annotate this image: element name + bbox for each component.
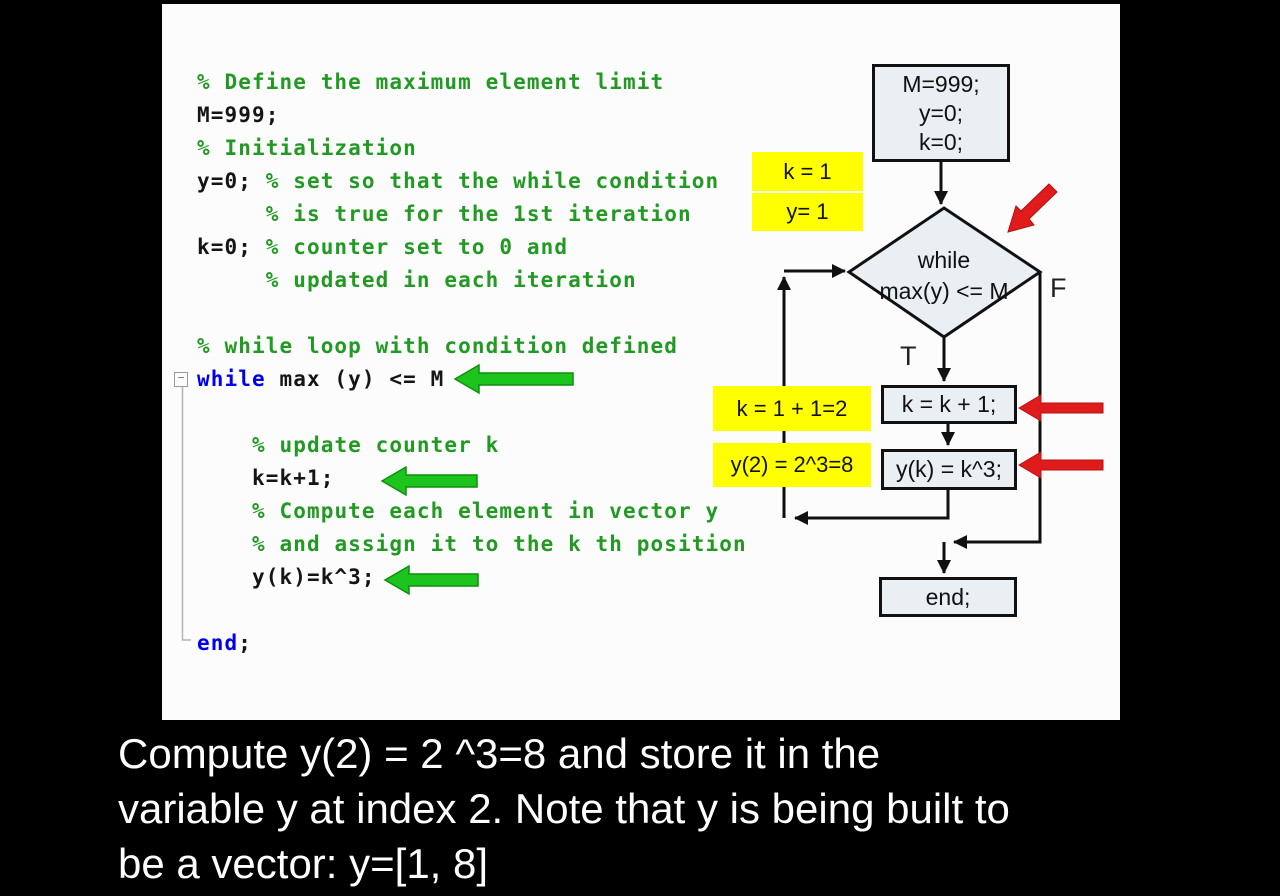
code-line bbox=[197, 594, 747, 627]
code-segment bbox=[197, 532, 252, 556]
flow-start-box: M=999; y=0; k=0; bbox=[872, 64, 1010, 162]
code-line: y=0; % set so that the while condition bbox=[197, 165, 747, 198]
code-segment: % Initialization bbox=[197, 136, 417, 160]
code-line: % update counter k bbox=[197, 429, 747, 462]
code-segment: % counter set to 0 and bbox=[265, 235, 569, 259]
green-arrows bbox=[380, 363, 574, 596]
code-segment bbox=[197, 433, 252, 457]
start-box-line: y=0; bbox=[918, 99, 964, 126]
callout-k-init: k = 1 bbox=[752, 152, 863, 191]
start-box-line: k=0; bbox=[918, 128, 964, 155]
red-arrow-icon bbox=[1018, 394, 1104, 422]
code-segment: % Compute each element in vector y bbox=[251, 499, 720, 523]
code-line: % Define the maximum element limit bbox=[197, 66, 747, 99]
connector-ybox-loopback bbox=[794, 490, 950, 525]
connector-false-branch bbox=[953, 272, 1042, 549]
code-line: y(k)=k^3; bbox=[197, 561, 747, 594]
decision-diamond bbox=[846, 206, 1043, 339]
code-segment: % is true for the 1st iteration bbox=[265, 202, 692, 226]
red-arrow-icon bbox=[1007, 183, 1058, 233]
flow-end-box: end; bbox=[879, 577, 1017, 617]
red-arrows bbox=[1007, 183, 1104, 479]
flow-kbox: k = k + 1; bbox=[881, 385, 1017, 424]
code-segment: % and assign it to the k th position bbox=[251, 532, 747, 556]
code-segment: ; bbox=[238, 631, 252, 655]
code-line: k=k+1; bbox=[197, 462, 747, 495]
code-segment: max (y) <= M bbox=[265, 367, 445, 391]
callout-y-step: y(2) = 2^3=8 bbox=[713, 443, 871, 487]
code-line: % and assign it to the k th position bbox=[197, 528, 747, 561]
callout-y-init: y= 1 bbox=[752, 193, 863, 231]
decision-line2: max(y) <= M bbox=[879, 278, 1009, 304]
flow-ybox: y(k) = k^3; bbox=[881, 449, 1017, 490]
red-arrow-icon bbox=[1018, 451, 1104, 479]
code-fold-minus-icon[interactable]: − bbox=[174, 372, 188, 387]
code-segment: k=0; bbox=[197, 235, 266, 259]
code-line: k=0; % counter set to 0 and bbox=[197, 231, 747, 264]
code-segment bbox=[197, 268, 266, 292]
code-segment bbox=[197, 202, 266, 226]
code-fold-line bbox=[181, 386, 191, 641]
code-line: % updated in each iteration bbox=[197, 264, 747, 297]
green-arrow-icon bbox=[453, 363, 574, 395]
false-branch-label: F bbox=[1050, 273, 1067, 303]
green-arrow-icon bbox=[383, 564, 479, 596]
green-arrow-icon bbox=[380, 465, 478, 497]
code-segment: while bbox=[197, 367, 266, 391]
code-line: end; bbox=[197, 627, 747, 660]
callout-k-step: k = 1 + 1=2 bbox=[713, 386, 871, 431]
code-line: % Compute each element in vector y bbox=[197, 495, 747, 528]
code-segment: k=k+1; bbox=[197, 466, 335, 490]
code-line: % Initialization bbox=[197, 132, 747, 165]
code-segment bbox=[197, 499, 252, 523]
true-branch-label: T bbox=[900, 341, 917, 371]
caption-line: Compute y(2) = 2 ^3=8 and store it in th… bbox=[118, 730, 881, 777]
code-line: M=999; bbox=[197, 99, 747, 132]
code-segment: end bbox=[197, 631, 239, 655]
decision-line1: while bbox=[917, 247, 971, 273]
code-line: % is true for the 1st iteration bbox=[197, 198, 747, 231]
code-segment: M=999; bbox=[197, 103, 280, 127]
code-segment: % update counter k bbox=[251, 433, 500, 457]
code-line: % while loop with condition defined bbox=[197, 330, 747, 363]
code-line bbox=[197, 297, 747, 330]
code-segment: y=0; bbox=[197, 169, 266, 193]
code-segment: y(k)=k^3; bbox=[197, 565, 376, 589]
caption: Compute y(2) = 2 ^3=8 and store it in th… bbox=[118, 726, 1238, 891]
start-box-line: M=999; bbox=[902, 70, 980, 97]
code-segment: % while loop with condition defined bbox=[197, 334, 679, 358]
code-segment: % Define the maximum element limit bbox=[197, 70, 665, 94]
caption-line: variable y at index 2. Note that y is be… bbox=[118, 785, 1010, 832]
code-segment: % set so that the while condition bbox=[265, 169, 720, 193]
decision-text: while max(y) <= M bbox=[844, 245, 1044, 307]
caption-line: be a vector: y=[1, 8] bbox=[118, 840, 489, 887]
code-line bbox=[197, 396, 747, 429]
code-segment: % updated in each iteration bbox=[265, 268, 637, 292]
code-line: while max (y) <= M bbox=[197, 363, 747, 396]
